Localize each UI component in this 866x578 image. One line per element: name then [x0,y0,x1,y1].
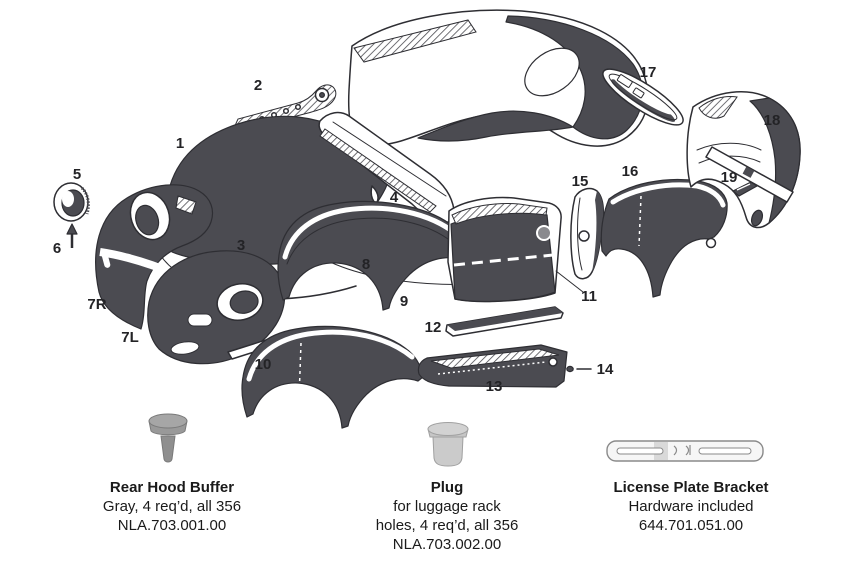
part-label-3: 3 [237,237,245,254]
product-plug: Plug for luggage rack holes, 4 req’d, al… [317,478,577,554]
part-13-rocker-panel-illustration [417,344,568,388]
roof-panel-illustration [347,9,649,147]
part-label-19: 19 [721,169,738,186]
part-label-15: 15 [572,173,589,190]
part-label-7R: 7R [87,296,106,313]
part-12-sill-strip-illustration [445,306,564,337]
product-name: License Plate Bracket [613,479,769,496]
part-label-13: 13 [486,378,503,395]
part-label-7L: 7L [121,329,139,346]
part-label-11: 11 [581,288,597,305]
part-10-front-fender-illustration [227,325,424,429]
part-16-quarter-panel-illustration [600,178,728,298]
product-part-number: NLA.703.002.00 [392,536,502,553]
part-label-16: 16 [622,163,639,180]
part-7R-nose-section-illustration [95,184,214,330]
part-5-grommet-illustration [53,182,90,222]
part-label-4: 4 [390,189,399,206]
part-8-front-fender-illustration [277,200,470,311]
product-part-number: NLA.703.001.00 [117,517,227,534]
part-label-17: 17 [640,64,657,81]
part-label-2: 2 [254,77,262,94]
part-label-10: 10 [255,356,272,373]
part-15-lock-post-illustration [570,187,604,280]
part-label-1: 1 [176,135,184,152]
part-label-5: 5 [73,166,81,183]
part-19-bracket-illustration [732,181,758,197]
part-label-14: 14 [597,361,614,378]
product-description: for luggage rack [393,498,501,515]
part-label-18: 18 [764,112,781,129]
product-license-plate-bracket: License Plate Bracket Hardware included … [561,478,821,535]
part-6-pin-illustration [66,223,78,248]
part-label-8: 8 [362,256,370,273]
part-14-plug-illustration [566,365,592,373]
part-label-12: 12 [425,319,442,336]
part-label-6: 6 [53,240,61,257]
product-part-number: 644.701.051.00 [638,517,744,534]
part-labels: 1 2 3 4 5 6 7R 7L 8 9 10 11 12 13 14 15 … [53,64,781,395]
plug-illustration [427,422,469,467]
product-name: Rear Hood Buffer [109,479,235,496]
part-7L-nose-section-illustration [99,248,286,365]
part-17-dash-top-illustration [602,68,684,126]
product-name: Plug [430,479,464,496]
product-description: holes, 4 req’d, all 356 [375,517,519,534]
part-11-door-illustration [447,196,584,303]
product-description: Hardware included [628,498,754,515]
part-18-rear-section-illustration [686,91,801,229]
product-description: Gray, 4 req’d, all 356 [102,498,242,515]
license-plate-bracket-illustration [606,440,764,462]
part-label-9: 9 [400,293,408,310]
product-rear-hood-buffer: Rear Hood Buffer Gray, 4 req’d, all 356 … [42,478,302,535]
rear-hood-buffer-illustration [148,413,188,463]
